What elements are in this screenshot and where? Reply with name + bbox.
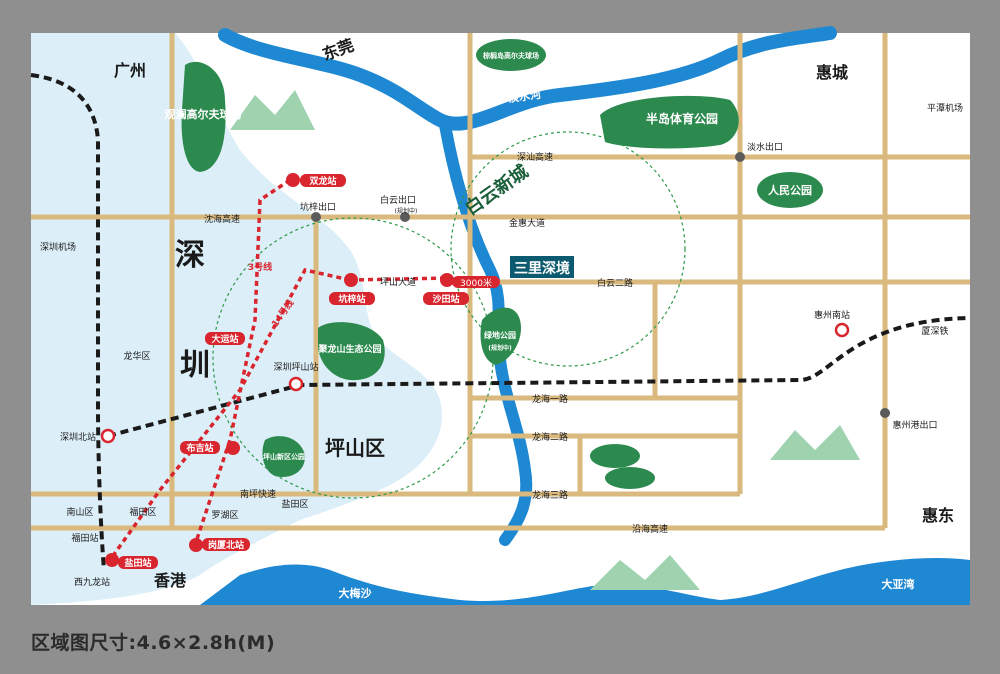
park-guanlan-label: 观澜高尔夫球场 bbox=[165, 107, 242, 121]
station-huizhou-south: 惠州南站 bbox=[814, 309, 850, 321]
map-size-caption: 区域图尺寸:4.6×2.8h(M) bbox=[31, 632, 276, 654]
direction-guangzhou: 广州 bbox=[114, 61, 146, 80]
park-pingshan-label: 坪山新区公园 bbox=[263, 452, 305, 461]
road-longhai2: 龙海二路 bbox=[532, 431, 568, 443]
peninsula-park bbox=[600, 95, 739, 149]
rail-station-markers bbox=[100, 322, 850, 444]
metro-kengzi: 坑梓站 bbox=[338, 293, 365, 305]
shenzhen-region bbox=[31, 33, 442, 605]
park-people-label: 人民公园 bbox=[768, 183, 812, 197]
park-golf-north-label: 棕榈岛高尔夫球场 bbox=[482, 51, 539, 60]
road-longhai3: 龙海三路 bbox=[532, 489, 568, 501]
park-julongshan-label: 聚龙山生态公园 bbox=[317, 343, 381, 355]
metro-shuanglong: 双龙站 bbox=[309, 175, 336, 187]
lvdi-park bbox=[480, 307, 521, 365]
direction-huicheng: 惠城 bbox=[816, 63, 848, 82]
metro-buji: 布吉站 bbox=[185, 442, 213, 454]
railways bbox=[30, 73, 971, 571]
station-west-kowloon: 西九龙站 bbox=[74, 576, 110, 588]
metro-station-markers bbox=[105, 173, 454, 567]
mountains bbox=[230, 90, 860, 590]
district-longhua: 龙华区 bbox=[123, 350, 150, 362]
water-daya: 大亚湾 bbox=[882, 577, 915, 591]
line3-label: 3号线 bbox=[248, 261, 272, 273]
exit-danshui: 淡水出口 bbox=[747, 141, 783, 153]
radius-badge bbox=[452, 276, 500, 288]
project-name: 三里深境 bbox=[514, 260, 570, 277]
parks bbox=[181, 39, 823, 489]
exit-baiyun: 白云出口 bbox=[380, 194, 416, 206]
road-pingshan-ave: 坪山大道 bbox=[380, 276, 416, 288]
water-dameisha: 大梅沙 bbox=[339, 586, 372, 600]
station-futian: 福田站 bbox=[71, 532, 98, 544]
julongshan-park bbox=[318, 322, 385, 381]
danshui-river bbox=[218, 26, 837, 131]
park-peninsula-label: 半岛体育公园 bbox=[646, 111, 718, 126]
park-lvdi-note: (规划中) bbox=[488, 344, 512, 352]
pingshan-park bbox=[262, 436, 306, 478]
metro-shatian: 沙田站 bbox=[432, 293, 459, 305]
road-shenguan: 沈海高速 bbox=[204, 213, 240, 225]
sea-south bbox=[200, 558, 970, 605]
golf-north-park bbox=[476, 39, 546, 71]
regional-map: 三里深境 白云新城 3000米 广州 东莞 惠城 香港 惠东 深 圳 坪山区 龙… bbox=[30, 26, 971, 605]
district-futian: 福田区 bbox=[129, 506, 156, 518]
direction-huidong: 惠东 bbox=[922, 506, 954, 525]
metro-lines bbox=[108, 178, 451, 562]
district-nanshan: 南山区 bbox=[66, 506, 93, 518]
road-longhai1: 龙海一路 bbox=[532, 393, 568, 405]
metro-dayun: 大运站 bbox=[211, 333, 238, 345]
park-lvdi-label: 绿地公园 bbox=[484, 330, 516, 340]
exit-kengzi: 坑梓出口 bbox=[300, 201, 336, 213]
district-shen: 深 bbox=[175, 238, 205, 273]
project-marker bbox=[510, 256, 574, 278]
district-zhen: 圳 bbox=[180, 348, 210, 383]
station-pingtan-airport: 平潭机场 bbox=[927, 102, 963, 114]
radius-label: 3000米 bbox=[460, 277, 492, 289]
road-xiashen: 厦深铁 bbox=[921, 325, 948, 337]
road-nanping: 南坪快速 bbox=[240, 488, 276, 500]
road-jingshan: 深汕高速 bbox=[517, 151, 553, 163]
exit-markers bbox=[311, 152, 890, 418]
road-yanhai: 沿海高速 bbox=[632, 523, 668, 535]
metro-yantian: 盐田站 bbox=[124, 557, 151, 569]
district-yantian: 盐田区 bbox=[281, 498, 308, 510]
road-baiyun2: 白云二路 bbox=[597, 277, 633, 289]
metro-gangxia-north: 岗厦北站 bbox=[208, 539, 244, 551]
roads bbox=[31, 33, 970, 531]
direction-xianggang: 香港 bbox=[153, 571, 187, 590]
exit-baiyun-note: (规划中) bbox=[395, 207, 418, 215]
district-pingshan: 坪山区 bbox=[325, 436, 385, 460]
station-shenzhen-airport: 深圳机场 bbox=[40, 241, 76, 253]
station-pingshan: 深圳坪山站 bbox=[273, 361, 318, 373]
exit-huizhou-port: 惠州港出口 bbox=[892, 419, 937, 431]
road-jinhui: 金惠大道 bbox=[509, 217, 545, 229]
people-park bbox=[757, 172, 823, 208]
district-luohu: 罗湖区 bbox=[211, 510, 238, 521]
water-danshui: 淡水河 bbox=[507, 87, 542, 105]
station-shenzhen-north: 深圳北站 bbox=[60, 431, 96, 443]
guanlan-golf-park bbox=[181, 61, 226, 172]
radius-circle-project bbox=[450, 131, 686, 367]
